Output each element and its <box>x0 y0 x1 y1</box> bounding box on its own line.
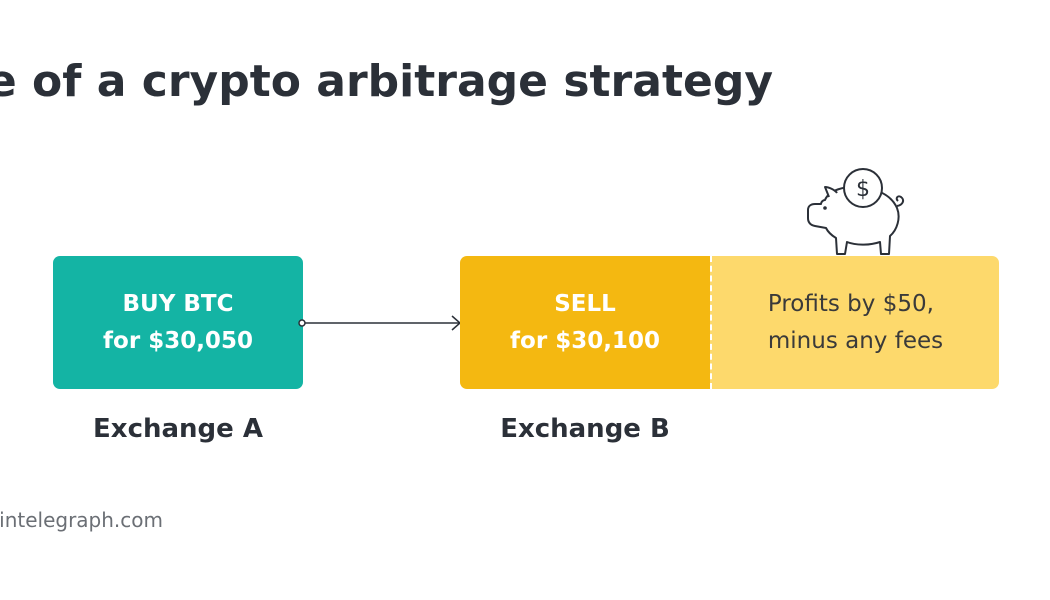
source-container: cointelegraph.com <box>0 506 300 538</box>
profit-text: Profits by $50, minus any fees <box>768 286 943 360</box>
diagram-title: Example of a crypto arbitrage strategy <box>0 56 773 107</box>
source-credit: cointelegraph.com <box>0 508 163 532</box>
buy-box-line1: BUY BTC <box>122 290 234 317</box>
sell-box-line2: for $30,100 <box>510 327 660 354</box>
profit-line1: Profits by $50, <box>767 290 934 317</box>
exchange-a-label: Exchange A <box>93 414 263 444</box>
pig-eye <box>823 206 827 210</box>
diagram-title-container: Example of a crypto arbitrage strategy <box>0 52 1050 112</box>
coin-symbol: $ <box>856 177 870 202</box>
sell-box-line1: SELL <box>554 290 616 317</box>
profit-line2: minus any fees <box>767 327 944 354</box>
sell-box-exchange-b: SELL for $30,100 <box>460 256 710 389</box>
profit-box: Profits by $50, minus any fees <box>710 256 999 389</box>
exchange-b-label: Exchange B <box>500 414 670 444</box>
buy-box-line2: for $30,050 <box>103 327 253 354</box>
buy-box-exchange-a: BUY BTC for $30,050 <box>53 256 303 389</box>
arrow-start-dot <box>298 319 306 327</box>
piggy-bank-icon: $ <box>807 168 905 255</box>
pig-tail <box>895 195 905 207</box>
pig-ear <box>824 186 838 198</box>
coin-icon <box>843 168 883 208</box>
